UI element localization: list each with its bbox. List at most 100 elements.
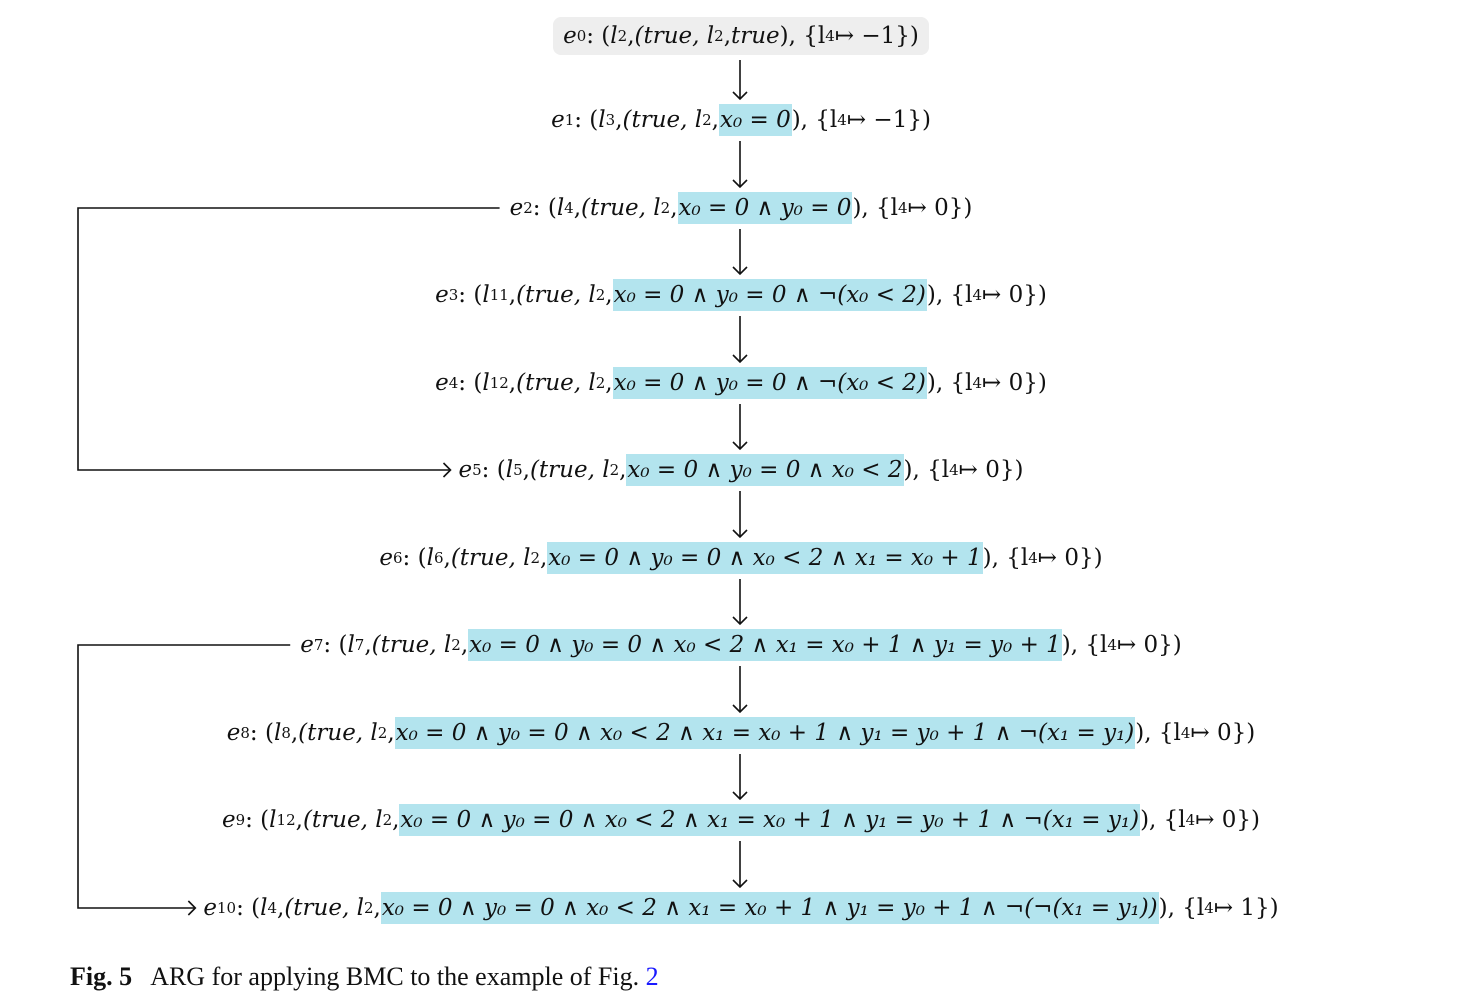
node-location-sub: 11 <box>489 286 509 304</box>
node-location-sub: 7 <box>354 636 365 654</box>
node-tail-sub: 4 <box>1107 636 1117 654</box>
node-location-sub: 6 <box>433 549 444 567</box>
node-label-sub: 10 <box>216 899 237 917</box>
node-tail-sub: 4 <box>1028 549 1038 567</box>
node-tail-sub: 4 <box>825 27 835 45</box>
node-prefix-sub: 2 <box>660 199 671 217</box>
node-prefix-sub: 2 <box>363 899 374 917</box>
node-label-sub: 7 <box>313 636 324 654</box>
node-tail: ), {l <box>1135 720 1181 746</box>
node-tail-sub: 4 <box>949 461 959 479</box>
node-formula: x₀ = 0 ∧ y₀ = 0 ∧ x₀ < 2 ∧ x₁ = x₀ + 1 <box>547 542 983 574</box>
node-formula: x₀ = 0 ∧ y₀ = 0 ∧ x₀ < 2 ∧ x₁ = x₀ + 1 ∧… <box>380 892 1159 924</box>
node-prefix: (true, l <box>450 545 531 571</box>
node-prefix: (true, l <box>302 807 383 833</box>
node-label: e <box>203 895 217 921</box>
node-location: l <box>273 720 282 746</box>
node-tail: ), {l <box>779 23 826 49</box>
node-tail-sub: 4 <box>972 374 983 392</box>
node-label: e <box>458 457 473 483</box>
node-prefix: (true, l <box>622 107 703 133</box>
node-location-sub: 4 <box>564 199 574 217</box>
node-prefix-sub: 2 <box>609 461 620 479</box>
node-prefix: (true, l <box>581 195 661 221</box>
edge-arrowhead-3-4 <box>732 354 748 364</box>
node-tail: ), {l <box>926 370 973 396</box>
edge-arrowhead-2-3 <box>732 266 748 276</box>
edge-arrowhead-8-9 <box>732 791 748 801</box>
node-label: e <box>563 23 577 49</box>
node-prefix-sub: 2 <box>595 286 606 304</box>
node-label: e <box>551 107 565 133</box>
back-edge-e2-e5 <box>77 207 500 471</box>
node-tail: ), {l <box>1158 895 1205 921</box>
node-label-sub: 4 <box>448 374 459 392</box>
node-prefix-sub: 2 <box>382 811 393 829</box>
node-location-sub: 2 <box>617 27 628 45</box>
node-tail-value: ↦ −1}) <box>834 23 919 49</box>
node-label-sub: 5 <box>472 461 482 479</box>
node-tail-sub: 4 <box>898 199 908 217</box>
node-prefix: (true, l <box>516 370 596 396</box>
node-location: l <box>598 107 606 133</box>
node-formula: x₀ = 0 ∧ y₀ = 0 <box>677 192 853 224</box>
edge-arrowhead-5-6 <box>732 529 748 539</box>
node-tail-value: ↦ 0}) <box>982 370 1047 396</box>
node-location: l <box>269 807 277 833</box>
node-location: l <box>482 370 490 396</box>
back-edge-e7-e10 <box>77 644 291 909</box>
edge-arrowhead-7-8 <box>732 704 748 714</box>
figure-label: Fig. 5 <box>70 962 133 991</box>
node-prefix: (true, l <box>298 720 378 746</box>
node-location: l <box>347 632 355 658</box>
caption-text: ARG for applying BMC to the example of F… <box>150 962 646 991</box>
node-label-sub: 2 <box>523 199 533 217</box>
node-label-sub: 3 <box>448 286 459 304</box>
node-prefix-sub: 2 <box>595 374 606 392</box>
node-tail-value: ↦ 0}) <box>982 282 1047 308</box>
node-prefix: (true, l <box>529 457 610 483</box>
node-label: e <box>226 720 241 746</box>
node-tail-sub: 4 <box>1204 899 1214 917</box>
node-formula: x₀ = 0 <box>718 104 792 136</box>
node-label: e <box>300 632 314 658</box>
edge-arrowhead-1-2 <box>732 179 748 189</box>
node-location: l <box>505 457 514 483</box>
node-tail: ), {l <box>791 107 838 133</box>
figure-ref-link[interactable]: 2 <box>645 962 659 991</box>
node-prefix: (true, l <box>284 895 364 921</box>
node-location-sub: 3 <box>605 111 616 129</box>
node-location: l <box>610 23 618 49</box>
node-label: e <box>435 370 449 396</box>
node-formula: x₀ = 0 ∧ y₀ = 0 ∧ ¬(x₀ < 2) <box>612 367 927 399</box>
node-label-sub: 1 <box>564 111 575 129</box>
node-formula: x₀ = 0 ∧ y₀ = 0 ∧ x₀ < 2 ∧ x₁ = x₀ + 1 ∧… <box>399 804 1141 836</box>
node-label: e <box>509 195 524 221</box>
node-label: e <box>435 282 449 308</box>
node-tail-sub: 4 <box>972 286 983 304</box>
node-prefix-sub: 2 <box>530 549 540 567</box>
node-location-sub: 8 <box>281 724 291 742</box>
node-prefix: (true, l <box>634 23 715 49</box>
node-label-sub: 0 <box>576 27 587 45</box>
node-prefix-sub: 2 <box>451 636 461 654</box>
node-label-sub: 8 <box>240 724 250 742</box>
edge-arrowhead-6-7 <box>732 616 748 626</box>
node-location-sub: 12 <box>489 374 509 392</box>
node-tail-value: ↦ 0}) <box>1195 807 1261 833</box>
edge-arrowhead-0-1 <box>732 91 748 101</box>
node-formula: x₀ = 0 ∧ y₀ = 0 ∧ x₀ < 2 ∧ x₁ = x₀ + 1 ∧… <box>468 629 1062 661</box>
node-location-sub: 4 <box>267 899 278 917</box>
